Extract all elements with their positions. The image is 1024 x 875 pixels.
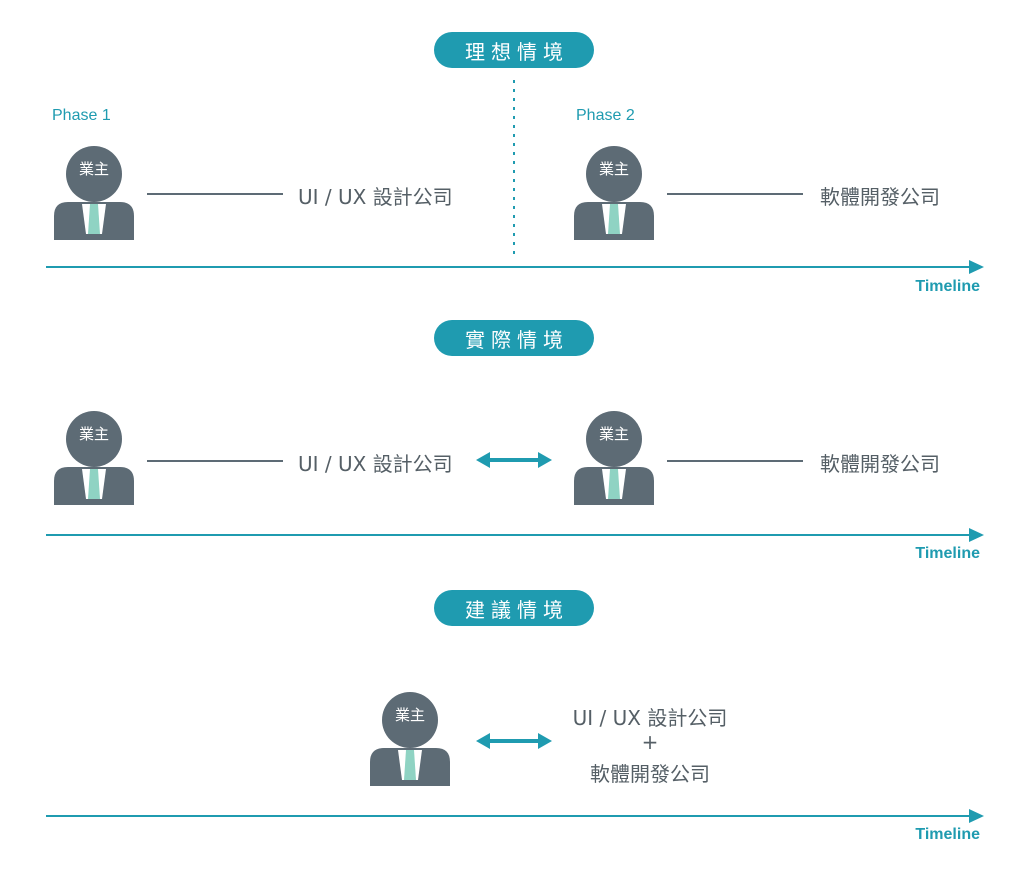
connector-line: [667, 460, 803, 462]
timeline-arrow: [46, 809, 984, 823]
software-company-label: 軟體開發公司: [820, 185, 940, 209]
scenario-3-title: 建議情境: [434, 590, 594, 626]
owner-person-icon: 業主: [572, 411, 656, 505]
owner-person-icon: 業主: [368, 692, 452, 786]
phase-1-label: Phase 1: [52, 107, 111, 124]
phase-divider: [513, 80, 515, 254]
timeline-arrow: [46, 260, 984, 274]
owner-label: 業主: [394, 706, 425, 724]
owner-label: 業主: [78, 425, 109, 443]
timeline-arrow: [46, 528, 984, 542]
double-arrow-icon: [476, 733, 552, 749]
connector-line: [147, 193, 283, 195]
phase-2-label: Phase 2: [576, 107, 635, 124]
double-arrow-icon: [476, 452, 552, 468]
software-company-label: 軟體開發公司: [590, 762, 710, 786]
timeline-label: Timeline: [915, 278, 980, 295]
owner-label: 業主: [598, 160, 629, 178]
owner-label: 業主: [78, 160, 109, 178]
owner-person-icon: 業主: [52, 411, 136, 505]
ui-ux-company-label: UI / UX 設計公司: [298, 185, 453, 209]
connector-line: [147, 460, 283, 462]
ui-ux-company-label: UI / UX 設計公司: [298, 452, 453, 476]
owner-person-icon: 業主: [572, 146, 656, 240]
connector-line: [667, 193, 803, 195]
plus-sign: +: [641, 730, 659, 754]
scenario-1-title: 理想情境: [434, 32, 594, 68]
software-company-label: 軟體開發公司: [820, 452, 940, 476]
ui-ux-company-label: UI / UX 設計公司: [572, 706, 728, 730]
timeline-label: Timeline: [915, 826, 980, 843]
owner-label: 業主: [598, 425, 629, 443]
scenario-2-title: 實際情境: [434, 320, 594, 356]
owner-person-icon: 業主: [52, 146, 136, 240]
timeline-label: Timeline: [915, 545, 980, 562]
